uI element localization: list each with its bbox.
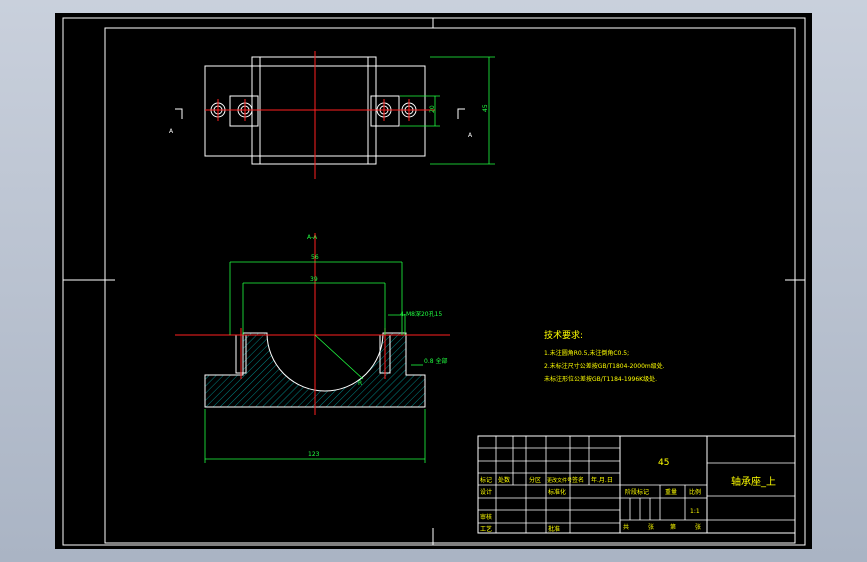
col-sign: 签名 [572, 476, 584, 484]
sheet-number-unit: 张 [695, 523, 701, 531]
sheet-total-unit: 张 [648, 523, 654, 531]
inner-border [104, 27, 796, 544]
row-review: 审核 [480, 513, 492, 521]
dim-top-height: 45 [482, 104, 489, 112]
dim-radius: R [358, 380, 362, 387]
row-design: 设计 [480, 488, 492, 496]
scale-value: 1:1 [690, 508, 700, 515]
outer-border [62, 17, 806, 546]
col-count: 处数 [498, 476, 510, 484]
sheet-total: 共 [623, 523, 629, 531]
section-view: A-A 56 39 123 R 4-M8深20孔15 0.8 全部 [175, 233, 450, 463]
material: 45 [658, 458, 669, 468]
col-zone: 分区 [529, 476, 541, 484]
thread-callout: 4-M8深20孔15 [400, 310, 442, 318]
weight-label: 重量 [665, 488, 677, 496]
cad-viewport[interactable]: A A 45 20 A-A 56 39 123 R [55, 13, 812, 549]
scale-label: 比例 [689, 488, 701, 496]
dim-width-outer: 56 [311, 254, 319, 261]
row-standard: 标准化 [548, 488, 566, 496]
dim-width-inner: 39 [310, 276, 318, 283]
sheet-number: 第 [670, 523, 676, 531]
dim-top-slot: 20 [429, 105, 436, 113]
row-process: 工艺 [480, 525, 492, 533]
notes-line-2: 2.未标注尺寸公差按GB/T1804-2000m级处. [544, 362, 665, 370]
section-mark-right: A [468, 132, 473, 139]
row-approve: 批准 [548, 525, 560, 533]
section-mark-left: A [169, 128, 174, 135]
col-mark: 标记 [480, 476, 492, 484]
part-name: 轴承座_上 [731, 475, 776, 488]
col-change-doc: 更改文件号 [547, 477, 572, 484]
dim-total-length: 123 [308, 451, 320, 458]
notes-title: 技术要求: [544, 329, 583, 341]
drawing-canvas: A A 45 20 A-A 56 39 123 R [62, 17, 806, 546]
technical-notes: 技术要求: 1.未注圆角R0.5,未注倒角C0.5; 2.未标注尺寸公差按GB/… [544, 329, 665, 383]
stage-label: 阶段标记 [625, 488, 649, 496]
chamfer-note: 0.8 全部 [424, 357, 447, 365]
top-view: A A 45 20 [169, 51, 495, 179]
section-title: A-A [307, 234, 318, 241]
notes-line-1: 1.未注圆角R0.5,未注倒角C0.5; [544, 349, 629, 357]
col-date: 年.月.日 [591, 476, 613, 484]
title-block: 45 轴承座_上 1:1 标记 处数 分区 更改文件号 签名 年.月.日 设计 … [477, 435, 796, 534]
notes-line-3: 未标注形位公差按GB/T1184-1996K级处. [544, 375, 657, 383]
